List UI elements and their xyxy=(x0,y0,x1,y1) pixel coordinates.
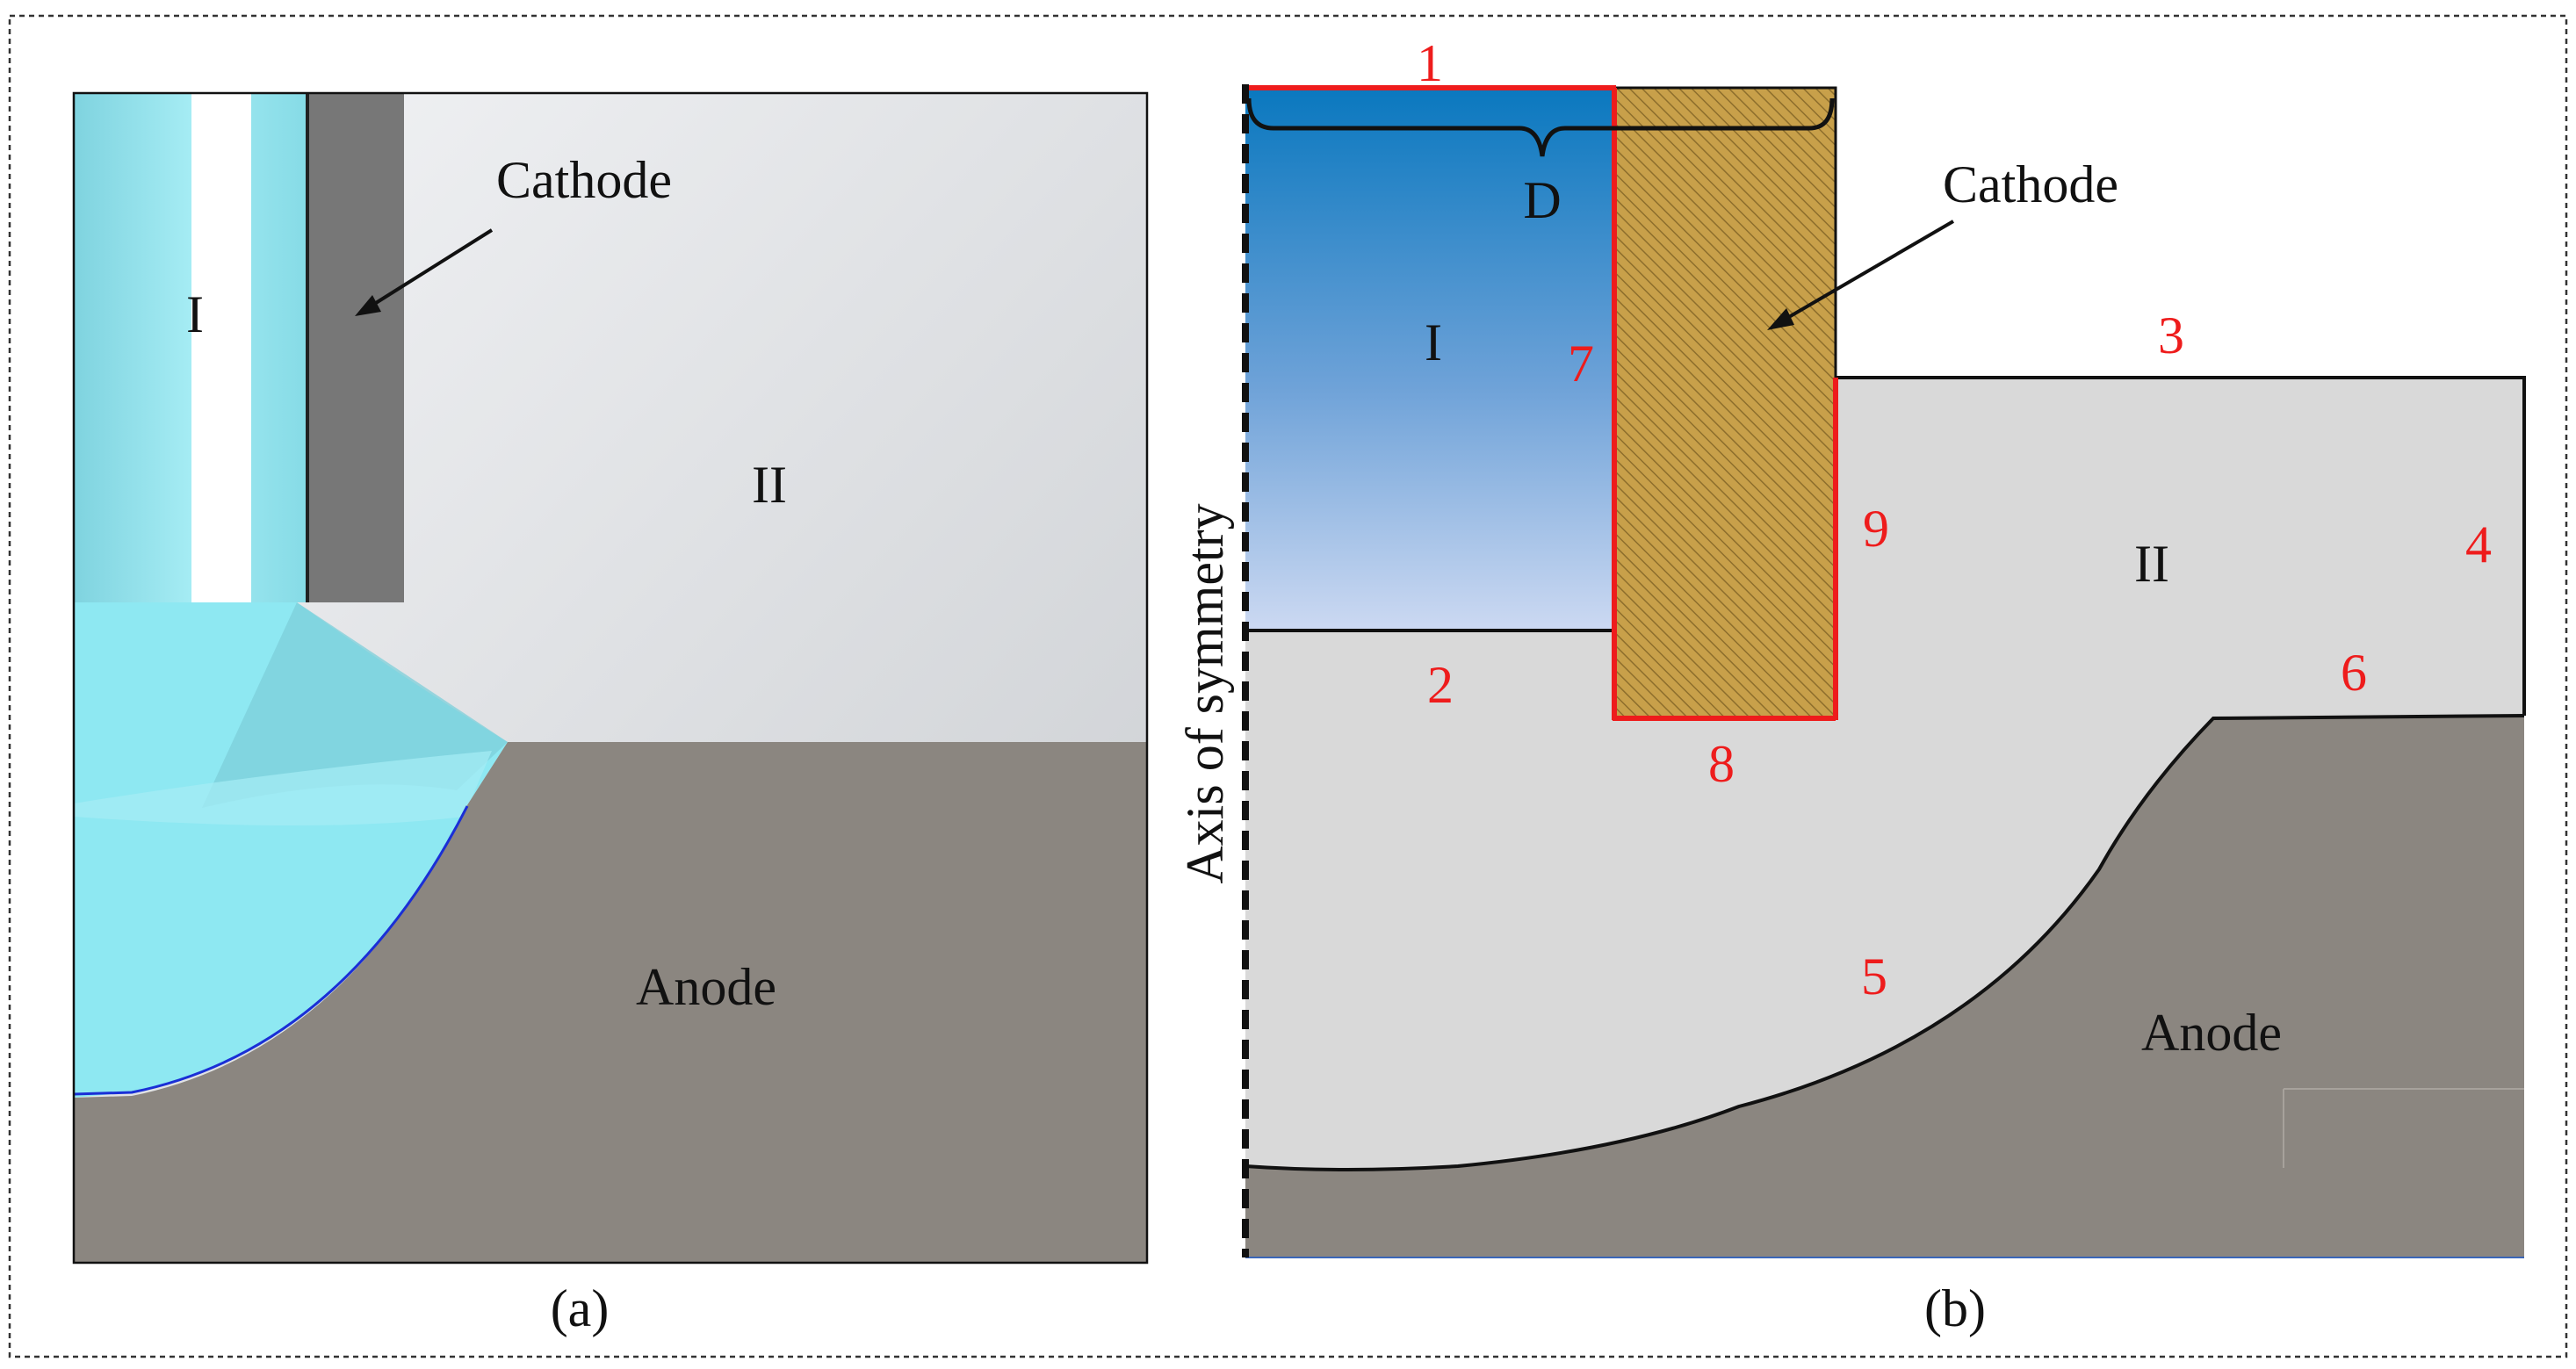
boundary-label-8: 8 xyxy=(1708,735,1735,793)
panel-a-border xyxy=(72,91,1149,1265)
cathode-arrow-line-b xyxy=(1781,220,1955,322)
boundary-5-6-line xyxy=(1245,714,2525,1171)
cathode-body-b xyxy=(1614,88,1836,718)
axis-of-symmetry-label: Axis of symmetry xyxy=(1176,503,1234,883)
cathode-arrow-head xyxy=(355,295,381,316)
region-1-inlet xyxy=(1245,88,1614,630)
width-label: D xyxy=(1523,171,1561,229)
panel-a: Cathode I II Anode (a) xyxy=(72,91,1149,1337)
caption-b: (b) xyxy=(1924,1279,1986,1337)
caption-a: (a) xyxy=(551,1279,610,1337)
boundary-label-7: 7 xyxy=(1568,335,1594,393)
anode-label-a: Anode xyxy=(636,958,776,1016)
boundary-label-3: 3 xyxy=(2158,306,2184,364)
panel-b: D I Cathode II Anode Axis of symmetry 1 … xyxy=(1176,34,2526,1337)
outer-frame xyxy=(8,14,2568,1358)
boundary-label-2: 2 xyxy=(1427,656,1454,714)
boundary-label-5: 5 xyxy=(1861,947,1887,1005)
region-1-label-b: I xyxy=(1425,313,1442,371)
electrolyte-cone xyxy=(202,602,508,808)
anode-label-b: Anode xyxy=(2141,1004,2282,1062)
cathode-label-b: Cathode xyxy=(1943,155,2118,213)
region-2-label-b: II xyxy=(2134,535,2169,593)
region-1-label-a: I xyxy=(186,285,204,343)
width-brace xyxy=(1246,97,1835,157)
boundary-3-4-line xyxy=(1836,376,2526,716)
region-2-label-a: II xyxy=(752,456,787,514)
region-2-gap xyxy=(1245,378,2524,1170)
electrolyte-column-highlight xyxy=(191,93,251,602)
anode-body-b xyxy=(1245,716,2524,1257)
electrolyte-column xyxy=(74,93,307,602)
cathode-outline-top xyxy=(1614,86,1837,378)
boundary-label-1: 1 xyxy=(1417,34,1443,92)
boundary-label-4: 4 xyxy=(2465,515,2492,573)
cathode-arrow-line xyxy=(367,228,494,309)
cathode-arrow-head-b xyxy=(1767,308,1794,330)
cathode-bar xyxy=(307,93,404,602)
anode-interface-line xyxy=(73,805,469,1096)
anode-body xyxy=(74,742,1147,1263)
boundary-label-9: 9 xyxy=(1863,500,1889,558)
cathode-label-a: Cathode xyxy=(496,151,672,209)
electrolyte-sheet xyxy=(74,751,492,825)
boundary-label-6: 6 xyxy=(2341,644,2367,702)
